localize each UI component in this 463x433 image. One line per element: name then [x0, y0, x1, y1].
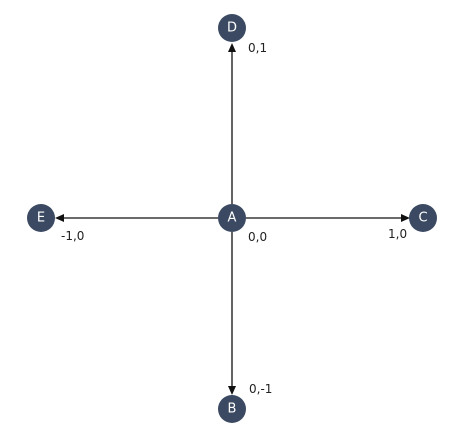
node-d-coord-label: 0,1 — [248, 41, 267, 55]
node-a: A 0,0 — [218, 204, 267, 244]
node-b: B 0,-1 — [218, 382, 272, 423]
node-c-coord-label: 1,0 — [388, 227, 407, 241]
node-e-letter: E — [37, 211, 45, 226]
node-c-circle — [409, 204, 437, 232]
arrowhead-d — [228, 43, 236, 52]
node-e-circle — [27, 204, 55, 232]
node-b-circle — [218, 395, 246, 423]
node-c-letter: C — [418, 211, 427, 226]
node-d-circle — [218, 14, 246, 42]
node-a-coord-label: 0,0 — [248, 230, 267, 244]
node-e: E -1,0 — [27, 204, 84, 243]
node-c: C 1,0 — [388, 204, 437, 241]
node-b-coord-label: 0,-1 — [249, 382, 272, 396]
arrowhead-b — [228, 386, 236, 395]
node-d: D 0,1 — [218, 14, 267, 55]
node-b-letter: B — [228, 402, 237, 417]
node-a-circle — [218, 204, 246, 232]
edges — [55, 43, 410, 395]
arrowhead-c — [401, 214, 410, 222]
node-e-coord-label: -1,0 — [61, 229, 84, 243]
arrowhead-e — [55, 214, 64, 222]
node-a-letter: A — [228, 211, 237, 226]
node-d-letter: D — [227, 21, 237, 36]
